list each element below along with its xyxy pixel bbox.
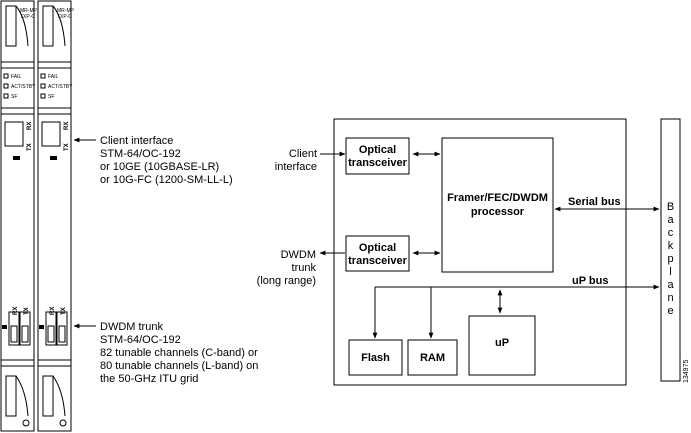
faceplate-2: [37, 0, 72, 432]
framer-label-line1: Framer/FEC/DWDM: [447, 192, 548, 204]
trunk-callout-line-5: the 50-GHz ITU grid: [100, 373, 198, 385]
card2-trunk-tx: TX: [61, 307, 67, 315]
svg-text:n: n: [667, 292, 673, 304]
card1-trunk-tx: TX: [24, 307, 30, 315]
svg-text:c: c: [668, 227, 674, 239]
svg-text:B: B: [667, 201, 674, 213]
up-block: [468, 315, 536, 376]
card1-led-sf: SF: [11, 94, 17, 100]
ram-block: [407, 339, 458, 376]
card2-label-line1: MR-MP: [57, 8, 75, 14]
svg-text:k: k: [668, 240, 674, 252]
client-input-label-line1: Client: [289, 148, 317, 160]
card1-led-actstby: ACT/STBY: [11, 84, 36, 90]
transceiver-trunk-line2: transceiver: [348, 255, 407, 267]
card1-label-line1: MR-MP: [20, 8, 38, 14]
ram-label: RAM: [420, 352, 445, 364]
client-input-label-line2: interface: [275, 161, 317, 173]
client-callout-line-1: Client interface: [100, 135, 173, 147]
trunk-callout-line-3: 82 tunable channels (C-band) or: [100, 347, 258, 359]
card2-client-rx: RX: [64, 122, 70, 130]
card1-label-line2: TXP-C: [20, 14, 35, 20]
card2-led-fail: FAIL: [48, 74, 59, 80]
transceiver-trunk-line1: Optical: [359, 242, 396, 254]
up-bus-label: uP bus: [572, 275, 608, 287]
card2-label-line2: TXP-C: [57, 14, 72, 20]
card2-led-sf: SF: [48, 94, 54, 100]
client-callout-line-3: or 10GE (10GBASE-LR): [100, 161, 219, 173]
transceiver-client-line2: transceiver: [348, 157, 407, 169]
svg-text:l: l: [669, 266, 671, 278]
flash-block: [348, 339, 403, 376]
svg-text:a: a: [667, 279, 674, 291]
serial-bus-label: Serial bus: [568, 196, 621, 208]
svg-text:a: a: [667, 214, 674, 226]
card2-client-tx: TX: [64, 143, 70, 151]
trunk-callout-line-2: STM-64/OC-192: [100, 334, 181, 346]
optical-transceiver-trunk: [345, 235, 410, 272]
trunk-callout-line-4: 80 tunable channels (L-band) on: [100, 360, 258, 372]
block-diagram: Client interface Optical transceiver Fra…: [257, 118, 681, 386]
flash-label: Flash: [361, 352, 390, 364]
svg-text:p: p: [667, 253, 673, 265]
backplane-letters: B a c k p l a n e: [667, 201, 675, 317]
card1-client-rx: RX: [27, 122, 33, 130]
dwdm-output-line1: DWDM: [281, 249, 316, 261]
card2-led-actstby: ACT/STBY: [48, 84, 73, 90]
card1-trunk-rx: RX: [13, 307, 19, 315]
client-interface-callout: Client interface STM-64/OC-192 or 10GE (…: [73, 135, 233, 186]
svg-text:e: e: [667, 305, 673, 317]
up-label: uP: [495, 337, 509, 349]
trunk-callout-line-1: DWDM trunk: [100, 321, 163, 333]
framer-fec-dwdm-processor: [441, 137, 554, 273]
optical-transceiver-client: [345, 137, 410, 175]
dwdm-output-line3: (long range): [257, 275, 316, 287]
backplane: [660, 118, 681, 382]
faceplate-1: [0, 0, 35, 432]
client-callout-line-2: STM-64/OC-192: [100, 148, 181, 160]
dwdm-trunk-callout: DWDM trunk STM-64/OC-192 82 tunable chan…: [73, 321, 258, 385]
card1-client-tx: TX: [27, 143, 33, 151]
card2-trunk-rx: RX: [50, 307, 56, 315]
card-faceplates: MR-MP TXP-C MR-MP TXP-C FAIL ACT/STBY SF…: [0, 0, 75, 432]
figure-id: 134975: [683, 360, 690, 383]
card1-led-fail: FAIL: [11, 74, 22, 80]
dwdm-output-line2: trunk: [292, 262, 317, 274]
client-callout-line-4: or 10G-FC (1200-SM-LL-L): [100, 174, 233, 186]
framer-label-line2: processor: [471, 206, 525, 218]
transceiver-client-line1: Optical: [359, 144, 396, 156]
